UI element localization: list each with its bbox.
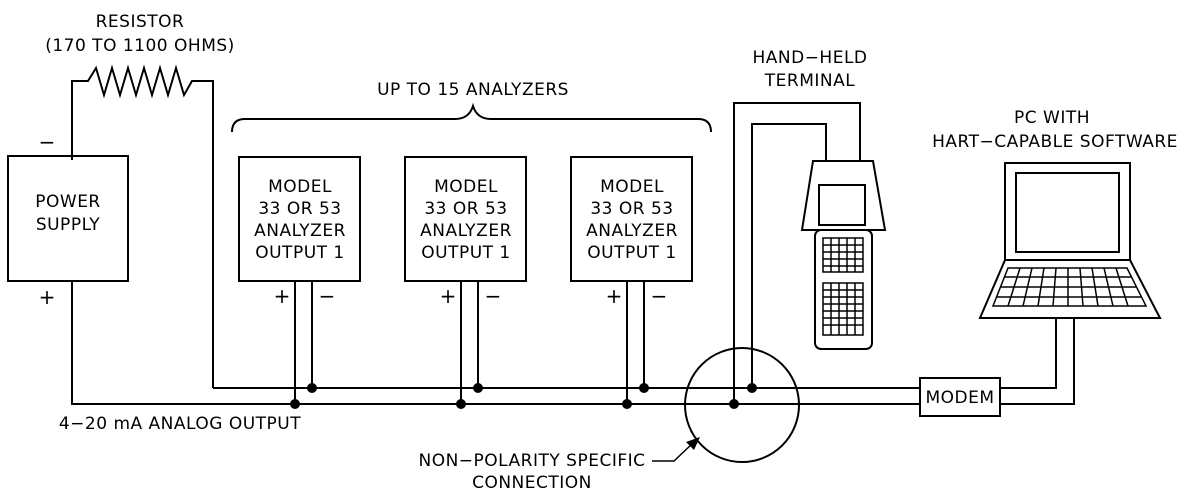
connection-note-2: CONNECTION (472, 473, 592, 490)
non-polarity-connection-circle (684, 347, 800, 463)
power-supply-label-2: SUPPLY (36, 215, 100, 235)
analyzer-label: OUTPUT 1 (587, 243, 677, 263)
modem-box (919, 377, 1001, 417)
analyzer-plus: + (440, 284, 457, 308)
analyzers-bracket (231, 102, 712, 133)
handheld-label: HAND−HELD (752, 48, 867, 68)
analyzer-label: ANALYZER (254, 221, 346, 241)
analyzer-label: OUTPUT 1 (255, 243, 345, 263)
power-supply-box (7, 155, 129, 282)
resistor-label: RESISTOR (96, 12, 185, 32)
keypad-icon (822, 282, 864, 336)
analyzer-label: MODEL (434, 177, 498, 197)
analyzer-label: 33 OR 53 (424, 199, 507, 219)
junction-dot (747, 383, 757, 393)
junction-dot (729, 399, 739, 409)
analyzer-minus: − (485, 284, 502, 308)
junction-dot (456, 399, 466, 409)
power-supply-plus: + (39, 285, 56, 309)
handheld-label-2: TERMINAL (764, 71, 855, 91)
power-supply-label: POWER (35, 192, 101, 212)
handheld-wire-inner (751, 123, 827, 388)
handheld-wire-outer (733, 102, 861, 404)
analyzer-minus: − (651, 284, 668, 308)
analyzer-box (404, 156, 527, 282)
keypad-icon (822, 237, 864, 273)
analyzer-label: OUTPUT 1 (421, 243, 511, 263)
laptop-pc-icon (978, 162, 1162, 319)
analyzer-minus: − (319, 284, 336, 308)
power-supply-minus: − (39, 130, 56, 154)
analyzers-bracket-label: UP TO 15 ANALYZERS (377, 80, 569, 100)
analyzer-plus: + (274, 284, 291, 308)
analyzer-label: ANALYZER (420, 221, 512, 241)
modem-label: MODEM (925, 388, 994, 408)
handheld-terminal-icon (800, 160, 887, 350)
arrow-head-icon (686, 437, 700, 450)
analyzer-label: MODEL (600, 177, 664, 197)
resistor-rating: (170 TO 1100 OHMS) (45, 36, 235, 56)
junction-dot (622, 399, 632, 409)
junction-dot (307, 383, 317, 393)
modem-pc-wire-2 (1000, 318, 1075, 405)
analyzer-box (238, 156, 361, 282)
connection-leader (652, 442, 694, 462)
analyzer-plus: + (606, 284, 623, 308)
analyzer-label: 33 OR 53 (258, 199, 341, 219)
junction-dot (473, 383, 483, 393)
analyzer-label: 33 OR 53 (590, 199, 673, 219)
resistor-symbol (71, 64, 214, 388)
pc-label: PC WITH (1014, 108, 1090, 128)
junction-dot (639, 383, 649, 393)
modem-pc-wire (1000, 318, 1057, 389)
keyboard-icon (991, 267, 1148, 307)
connection-note: NON−POLARITY SPECIFIC (418, 451, 645, 471)
pc-label-2: HART−CAPABLE SOFTWARE (932, 132, 1178, 152)
analyzer-label: ANALYZER (586, 221, 678, 241)
analyzer-box (570, 156, 693, 282)
junction-dot (290, 399, 300, 409)
analog-output-label: 4−20 mA ANALOG OUTPUT (59, 414, 301, 434)
analyzer-label: MODEL (268, 177, 332, 197)
loop-wire-plus (71, 281, 920, 405)
